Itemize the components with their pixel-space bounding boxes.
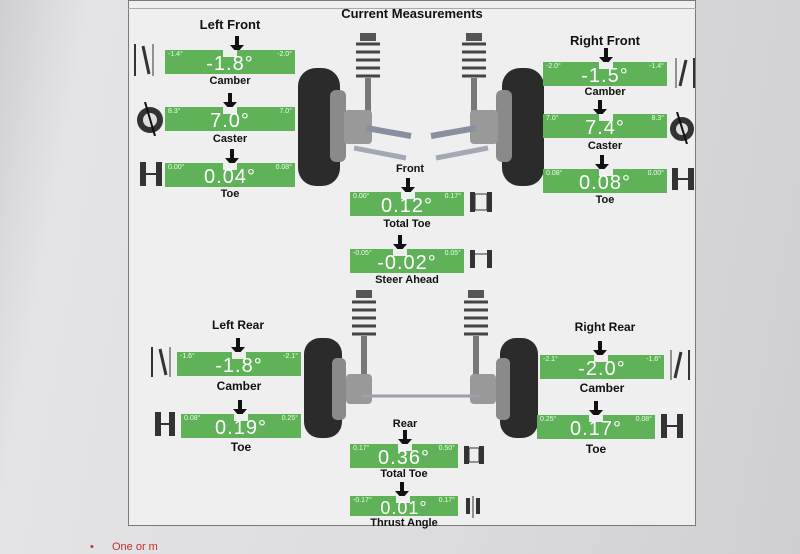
right-rear-toe-min: 0.25° xyxy=(540,416,557,423)
rear-total-toe-label: Total Toe xyxy=(380,468,428,480)
rear-total-toe-min: 0.17° xyxy=(353,445,370,452)
left-rear-toe-meter: 0.08° 0.25° 0.19° xyxy=(181,414,301,438)
front-axle-label: Front xyxy=(395,163,425,175)
right-front-camber-label: Camber xyxy=(584,86,626,98)
right-front-toe-max: 0.00° xyxy=(647,170,664,177)
left-rear-camber-label: Camber xyxy=(216,379,262,393)
left-front-toe-max: 0.08° xyxy=(275,164,292,171)
right-front-toe-label: Toe xyxy=(595,194,615,206)
toe-diagram-icon xyxy=(155,412,175,436)
right-rear-camber-meter: -2.1° -1.6° -2.0° xyxy=(540,355,664,379)
toe-diagram-icon xyxy=(672,168,694,190)
right-front-toe-min: 0.08° xyxy=(546,170,563,177)
right-rear-camber-max: -1.6° xyxy=(646,356,661,363)
right-front-caster-max: 8.3° xyxy=(651,115,664,122)
rear-suspension-illustration xyxy=(304,290,538,438)
rear-total-toe-value: 0.36° xyxy=(378,447,430,468)
thrust-angle-max: 0.17° xyxy=(438,497,455,504)
camber-diagram-icon xyxy=(675,58,695,88)
thrust-angle-min: -0.17° xyxy=(353,497,372,504)
vehicle-toe-icon xyxy=(464,446,484,464)
left-front-camber-max: -2.0° xyxy=(277,51,292,58)
front-total-toe-meter: 0.00° 0.17° 0.12° xyxy=(350,192,464,216)
steer-ahead-meter: -0.05° 0.05° -0.02° xyxy=(350,249,464,273)
front-total-toe-value: 0.12° xyxy=(381,195,433,216)
left-rear-camber-max: -2.1° xyxy=(283,353,298,360)
caster-wheel-icon xyxy=(670,112,694,144)
steer-ahead-max: 0.05° xyxy=(444,250,461,257)
right-front-camber-min: -2.0° xyxy=(546,63,561,70)
right-front-caster-label: Caster xyxy=(587,140,623,152)
left-rear-camber-meter: -1.6° -2.1° -1.8° xyxy=(177,352,301,376)
front-total-toe-min: 0.00° xyxy=(353,193,370,200)
right-front-toe-value: 0.08° xyxy=(579,172,631,193)
left-rear-toe-label: Toe xyxy=(230,440,252,454)
right-rear-toe-meter: 0.25° 0.08° 0.17° xyxy=(537,415,655,439)
left-front-camber-label: Camber xyxy=(209,75,251,87)
front-total-toe-label: Total Toe xyxy=(383,218,431,230)
right-rear-camber-min: -2.1° xyxy=(543,356,558,363)
left-front-toe-value: 0.04° xyxy=(204,166,256,187)
left-front-caster-label: Caster xyxy=(212,133,248,145)
report-title: Current Measurements xyxy=(341,6,483,21)
right-rear-toe-max: 0.08° xyxy=(635,416,652,423)
rear-total-toe-meter: 0.17° 0.50° 0.36° xyxy=(350,444,458,468)
toe-diagram-icon xyxy=(140,162,162,186)
right-front-camber-value: -1.5° xyxy=(581,65,629,86)
right-front-label: Right Front xyxy=(569,33,641,48)
right-front-camber-max: -1.4° xyxy=(649,63,664,70)
camber-diagram-icon xyxy=(151,347,171,377)
left-front-toe-label: Toe xyxy=(220,188,240,200)
steer-ahead-min: -0.05° xyxy=(353,250,372,257)
thrust-angle-label: Thrust Angle xyxy=(370,517,438,529)
left-rear-toe-max: 0.25° xyxy=(281,415,298,422)
left-front-toe-meter: 0.00° 0.08° 0.04° xyxy=(165,163,295,187)
front-suspension-illustration xyxy=(298,33,544,186)
left-front-caster-value: 7.0° xyxy=(210,110,250,131)
left-front-camber-value: -1.8° xyxy=(206,53,254,74)
right-front-toe-meter: 0.08° 0.00° 0.08° xyxy=(543,169,667,193)
left-front-toe-min: 0.00° xyxy=(168,164,185,171)
right-rear-toe-label: Toe xyxy=(585,442,607,456)
right-rear-toe-value: 0.17° xyxy=(570,418,622,439)
steer-ahead-value: -0.02° xyxy=(377,252,437,273)
rear-total-toe-max: 0.50° xyxy=(438,445,455,452)
left-rear-label: Left Rear xyxy=(211,318,264,332)
left-rear-toe-value: 0.19° xyxy=(215,417,267,438)
rear-axle-label: Rear xyxy=(392,418,418,430)
thrust-angle-value: 0.01° xyxy=(380,498,428,516)
page-top-rule xyxy=(128,0,696,9)
right-front-caster-meter: 7.0° 8.3° 7.4° xyxy=(543,114,667,138)
steer-ahead-icon xyxy=(470,250,492,268)
right-rear-camber-label: Camber xyxy=(579,381,625,395)
right-rear-camber-value: -2.0° xyxy=(578,358,626,379)
note-bullet-icon: • xyxy=(90,541,94,553)
left-front-caster-max: 7.0° xyxy=(279,108,292,115)
thrust-angle-meter: -0.17° 0.17° 0.01° xyxy=(350,496,458,516)
left-front-caster-min: 8.3° xyxy=(168,108,181,115)
left-rear-camber-value: -1.8° xyxy=(215,355,263,376)
caster-wheel-icon xyxy=(137,102,163,136)
left-front-camber-min: -1.4° xyxy=(168,51,183,58)
left-front-caster-meter: 8.3° 7.0° 7.0° xyxy=(165,107,295,131)
right-front-caster-min: 7.0° xyxy=(546,115,559,122)
left-rear-toe-min: 0.08° xyxy=(184,415,201,422)
camber-diagram-icon xyxy=(670,350,690,380)
footer-note: One or m xyxy=(112,541,158,553)
camber-diagram-icon xyxy=(134,44,154,76)
steer-ahead-label: Steer Ahead xyxy=(375,274,439,286)
front-total-toe-max: 0.17° xyxy=(444,193,461,200)
vehicle-toe-icon xyxy=(470,192,492,212)
left-rear-camber-min: -1.6° xyxy=(180,353,195,360)
left-front-label: Left Front xyxy=(199,17,261,32)
left-front-camber-meter: -1.4° -2.0° -1.8° xyxy=(165,50,295,74)
toe-diagram-icon xyxy=(661,414,683,438)
thrust-angle-icon xyxy=(466,496,480,518)
right-rear-label: Right Rear xyxy=(574,320,636,334)
right-front-camber-meter: -2.0° -1.4° -1.5° xyxy=(543,62,667,86)
right-front-caster-value: 7.4° xyxy=(585,117,625,138)
